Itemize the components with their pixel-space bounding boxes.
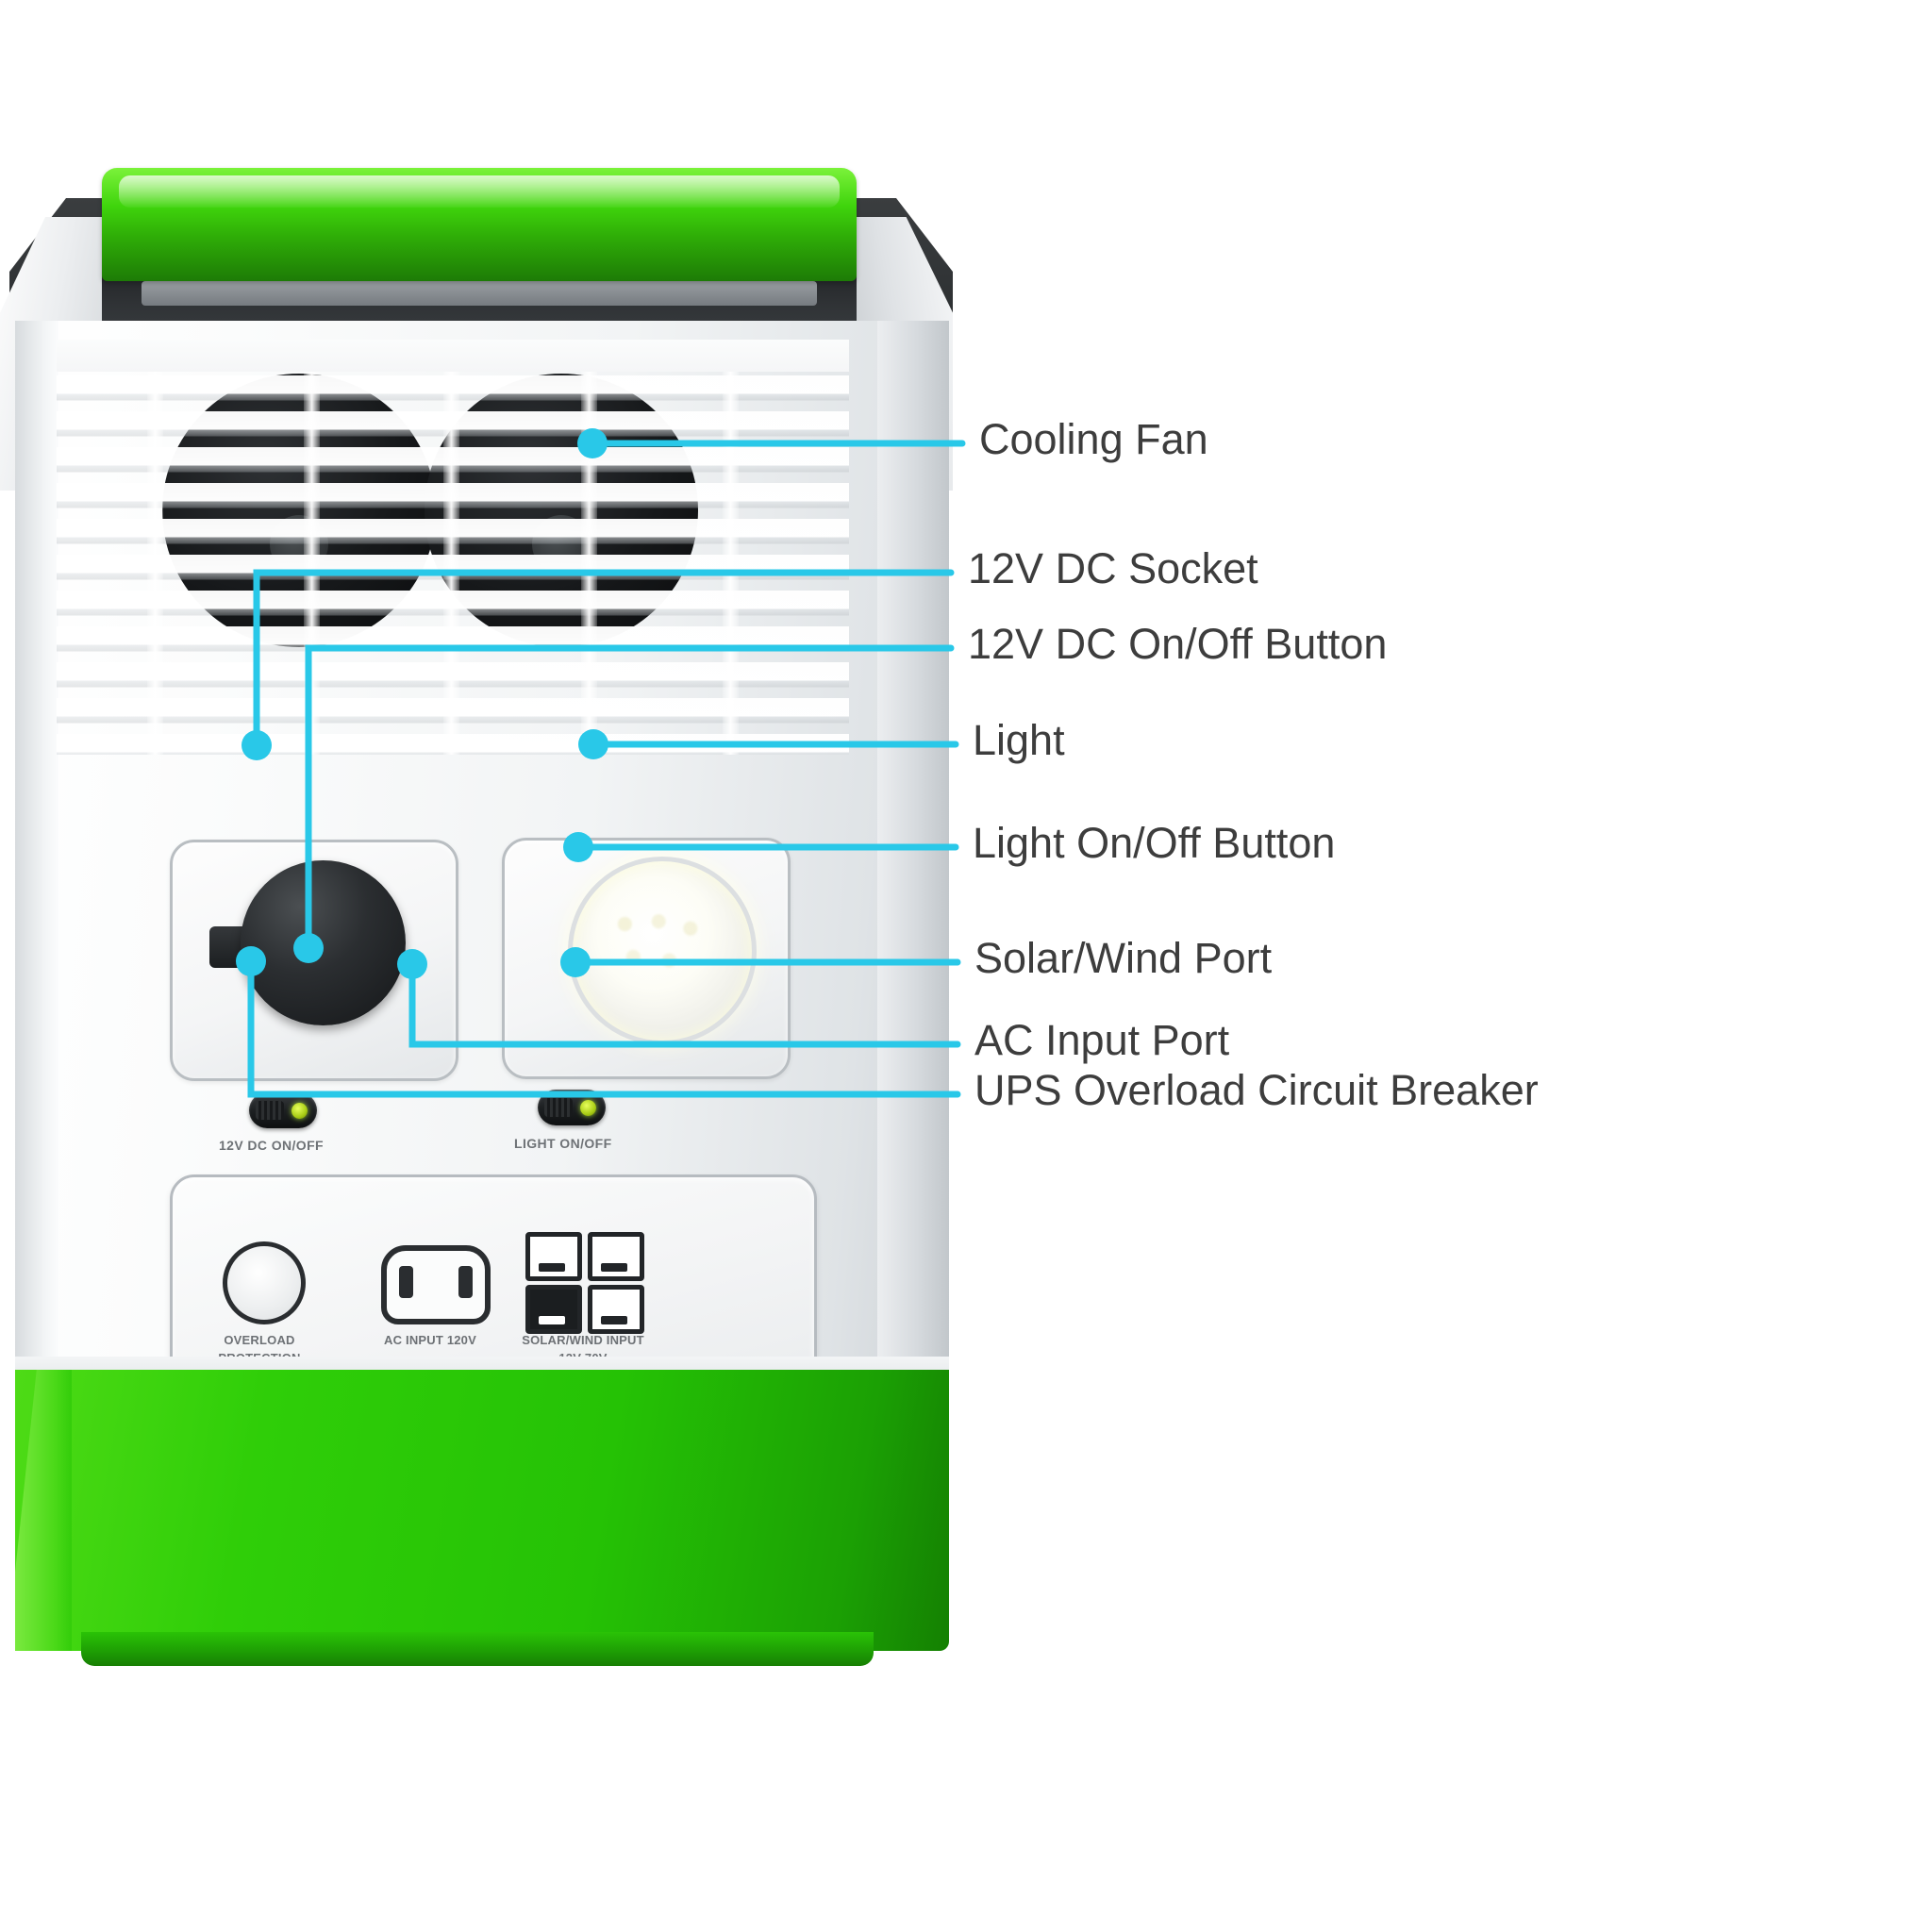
dc-switch-led [291, 1103, 308, 1119]
ac-input-port[interactable] [381, 1245, 491, 1324]
callout-label-light: Light [973, 716, 1065, 764]
solar-icon-bl [525, 1285, 582, 1334]
ac-pin-right [458, 1266, 473, 1298]
led-array [604, 902, 709, 991]
overload-circuit-breaker-button[interactable] [223, 1241, 306, 1324]
solar-icon-tr [588, 1232, 644, 1281]
light-switch-led [580, 1100, 596, 1116]
callout-label-light-onoff: Light On/Off Button [973, 819, 1336, 867]
light-onoff-switch[interactable] [538, 1090, 606, 1125]
callout-label-ups-breaker: UPS Overload Circuit Breaker [974, 1066, 1539, 1114]
callout-label-cooling-fan: Cooling Fan [979, 415, 1208, 463]
base-foot [81, 1632, 874, 1666]
vent-top-edge [57, 340, 849, 372]
body-left-edge [15, 321, 58, 1377]
dc-socket-cap[interactable] [241, 860, 406, 1025]
vent-ribs [57, 340, 849, 755]
breaker-label-line1: OVERLOAD [224, 1333, 295, 1347]
dc-onoff-switch[interactable] [249, 1092, 317, 1128]
solar-wind-input-port[interactable] [525, 1232, 644, 1334]
callout-label-dc-socket: 12V DC Socket [968, 544, 1258, 592]
solar-label-line1: SOLAR/WIND INPUT [522, 1333, 644, 1347]
switch-texture [544, 1098, 573, 1117]
solar-icon-br [588, 1285, 644, 1334]
handle-inner-lip [142, 281, 817, 306]
callout-label-ac-input: AC Input Port [974, 1016, 1230, 1064]
ac-input-label: AC INPUT 120V [384, 1333, 476, 1347]
handle-gloss-highlight [119, 175, 840, 208]
portable-power-station: 12V DC ON/OFF LIGHT ON/OFF OVERLOAD PROT… [0, 160, 953, 1764]
switch-texture [256, 1101, 284, 1120]
green-base [15, 1370, 949, 1651]
ac-pin-left [399, 1266, 413, 1298]
dc-switch-label: 12V DC ON/OFF [219, 1138, 324, 1153]
cooling-fan-grille [57, 340, 849, 755]
callout-label-solar-wind: Solar/Wind Port [974, 934, 1273, 982]
solar-icon-tl [525, 1232, 582, 1281]
light-switch-label: LIGHT ON/OFF [514, 1136, 612, 1151]
body-right-edge [877, 321, 949, 1377]
callout-label-dc-onoff: 12V DC On/Off Button [968, 620, 1388, 668]
